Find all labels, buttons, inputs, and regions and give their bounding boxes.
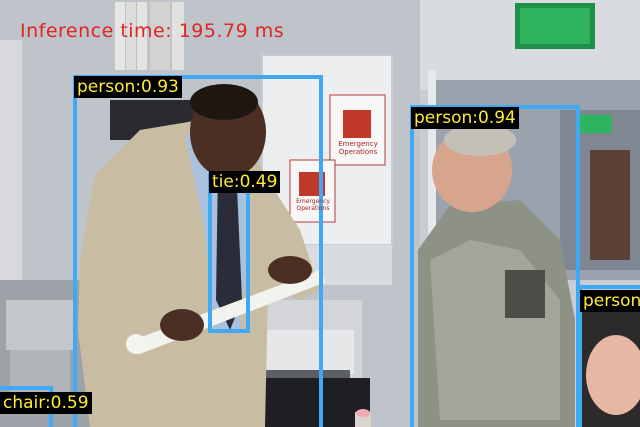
detection-label-chair: chair:0.59 bbox=[0, 392, 92, 414]
sign-text-upper: Emergency Operations bbox=[338, 140, 378, 156]
detection-box-person-left bbox=[73, 75, 323, 427]
detection-label-tie: tie:0.49 bbox=[209, 171, 281, 193]
detection-box-person-edge bbox=[578, 285, 640, 427]
detection-label-person-left: person:0.93 bbox=[74, 76, 182, 98]
detection-box-person-right bbox=[410, 105, 580, 427]
inference-time-text: Inference time: 195.79 ms bbox=[20, 20, 285, 42]
detection-label-person-right: person:0.94 bbox=[411, 107, 519, 129]
detection-label-person-edge: person bbox=[580, 290, 640, 312]
sign-text-lower: Emergency Operations bbox=[296, 198, 330, 212]
detection-box-tie bbox=[208, 173, 250, 333]
